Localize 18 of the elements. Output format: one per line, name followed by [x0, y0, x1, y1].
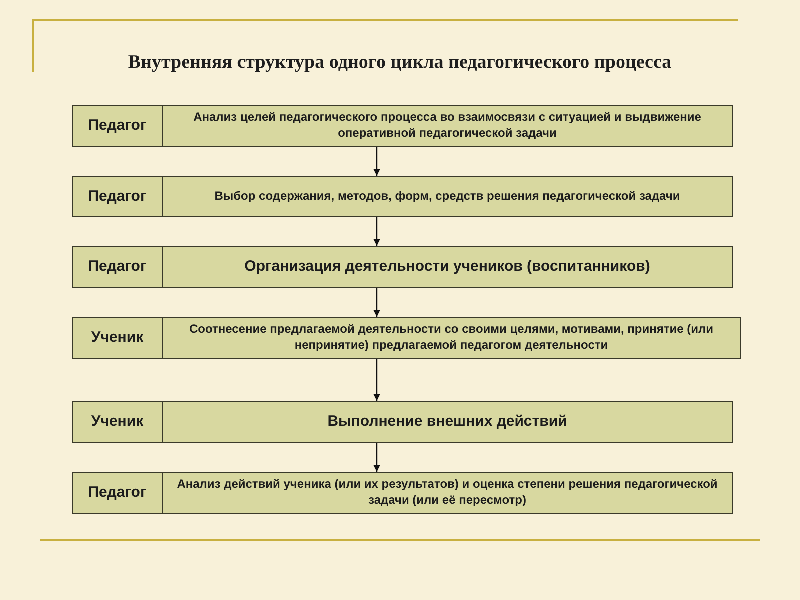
role-box: Педагог — [72, 472, 163, 514]
role-box: Педагог — [72, 105, 163, 147]
process-box: Выбор содержания, методов, форм, средств решения педагогической задачи — [162, 176, 733, 217]
title: Внутренняя структура одного цикла педагогического процесса — [127, 52, 673, 74]
role-box: Ученик — [72, 317, 163, 359]
role-box: Педагог — [72, 246, 163, 288]
process-box: Выполнение внешних действий — [162, 401, 733, 443]
process-box: Соотнесение предлагаемой деятельности со своими целями, мотивами, принятие (или непринятие) предлагаемой педагогом деятельности — [162, 317, 741, 359]
role-box: Ученик — [72, 401, 163, 443]
process-box: Организация деятельности учеников (воспитанников) — [162, 246, 733, 288]
arrow — [374, 217, 380, 246]
process-box: Анализ действий ученика (или их результатов) и оценка степени решения педагогической задачи (или её пересмотр) — [162, 472, 733, 514]
arrow — [374, 288, 380, 317]
arrow — [374, 359, 380, 401]
role-box: Педагог — [72, 176, 163, 217]
process-box: Анализ целей педагогического процесса во взаимосвязи с ситуацией и выдвижение оперативной педагогической задачи — [162, 105, 733, 147]
arrow — [374, 147, 380, 176]
arrow — [374, 443, 380, 472]
